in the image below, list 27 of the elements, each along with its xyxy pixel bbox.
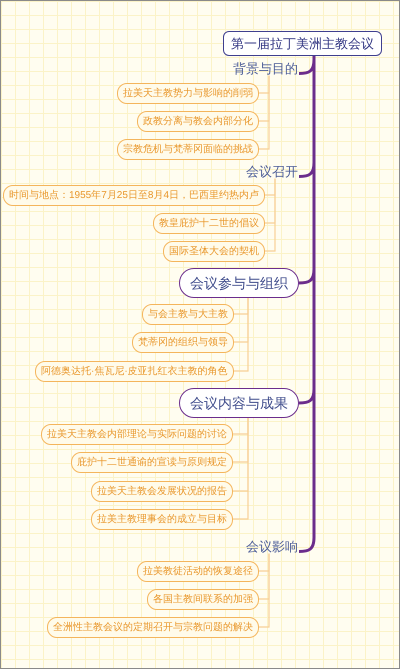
connector-line — [233, 418, 249, 520]
subtopic-box: 国际圣体大会的契机 — [163, 240, 265, 262]
subtopic-box: 与会主教与大主教 — [142, 304, 234, 324]
connector-line — [234, 298, 249, 372]
subtopic-box: 教皇庇护十二世的倡议 — [153, 212, 265, 234]
subtopic-box: 各国主教间联系的加强 — [147, 588, 259, 610]
connector-line — [259, 554, 270, 628]
connector-line — [259, 76, 270, 150]
branch-topic-label: 会议召开 — [245, 164, 299, 178]
subtopic-box: 梵蒂冈的组织与领导 — [132, 332, 234, 352]
subtopic-box: 拉美天主教势力与影响的削弱 — [117, 82, 259, 104]
subtopic-box: 宗教危机与梵蒂冈面临的挑战 — [117, 138, 259, 160]
subtopic-box: 拉美主教理事会的成立与目标 — [91, 508, 233, 530]
subtopic-box: 政教分离与教会内部分化 — [137, 110, 259, 132]
subtopic-box: 拉美天主教会发展状况的报告 — [91, 480, 233, 502]
branch-topic-box: 会议内容与成果 — [179, 388, 299, 418]
branch-topic-label: 背景与目的 — [232, 60, 299, 76]
subtopic-box: 时间与地点：1955年7月25日至8月4日，巴西里约热内卢 — [3, 184, 266, 206]
subtopic-box: 庇护十二世通谕的宣读与原则规定 — [71, 452, 233, 472]
subtopic-box: 拉美天主教会内部理论与实际问题的讨论 — [41, 424, 233, 444]
connector-line — [265, 178, 276, 252]
subtopic-box: 阿德奥达托·焦瓦尼·皮亚扎红衣主教的角色 — [35, 360, 234, 382]
central-topic-box: 第一届拉丁美洲主教会议 — [223, 30, 382, 56]
subtopic-box: 全洲性主教会议的定期召开与宗教问题的解决 — [47, 616, 259, 638]
subtopic-box: 拉美教徒活动的恢复途径 — [137, 560, 259, 582]
branch-topic-box: 会议参与与组织 — [179, 268, 299, 298]
branch-topic-label: 会议影响 — [245, 538, 299, 554]
